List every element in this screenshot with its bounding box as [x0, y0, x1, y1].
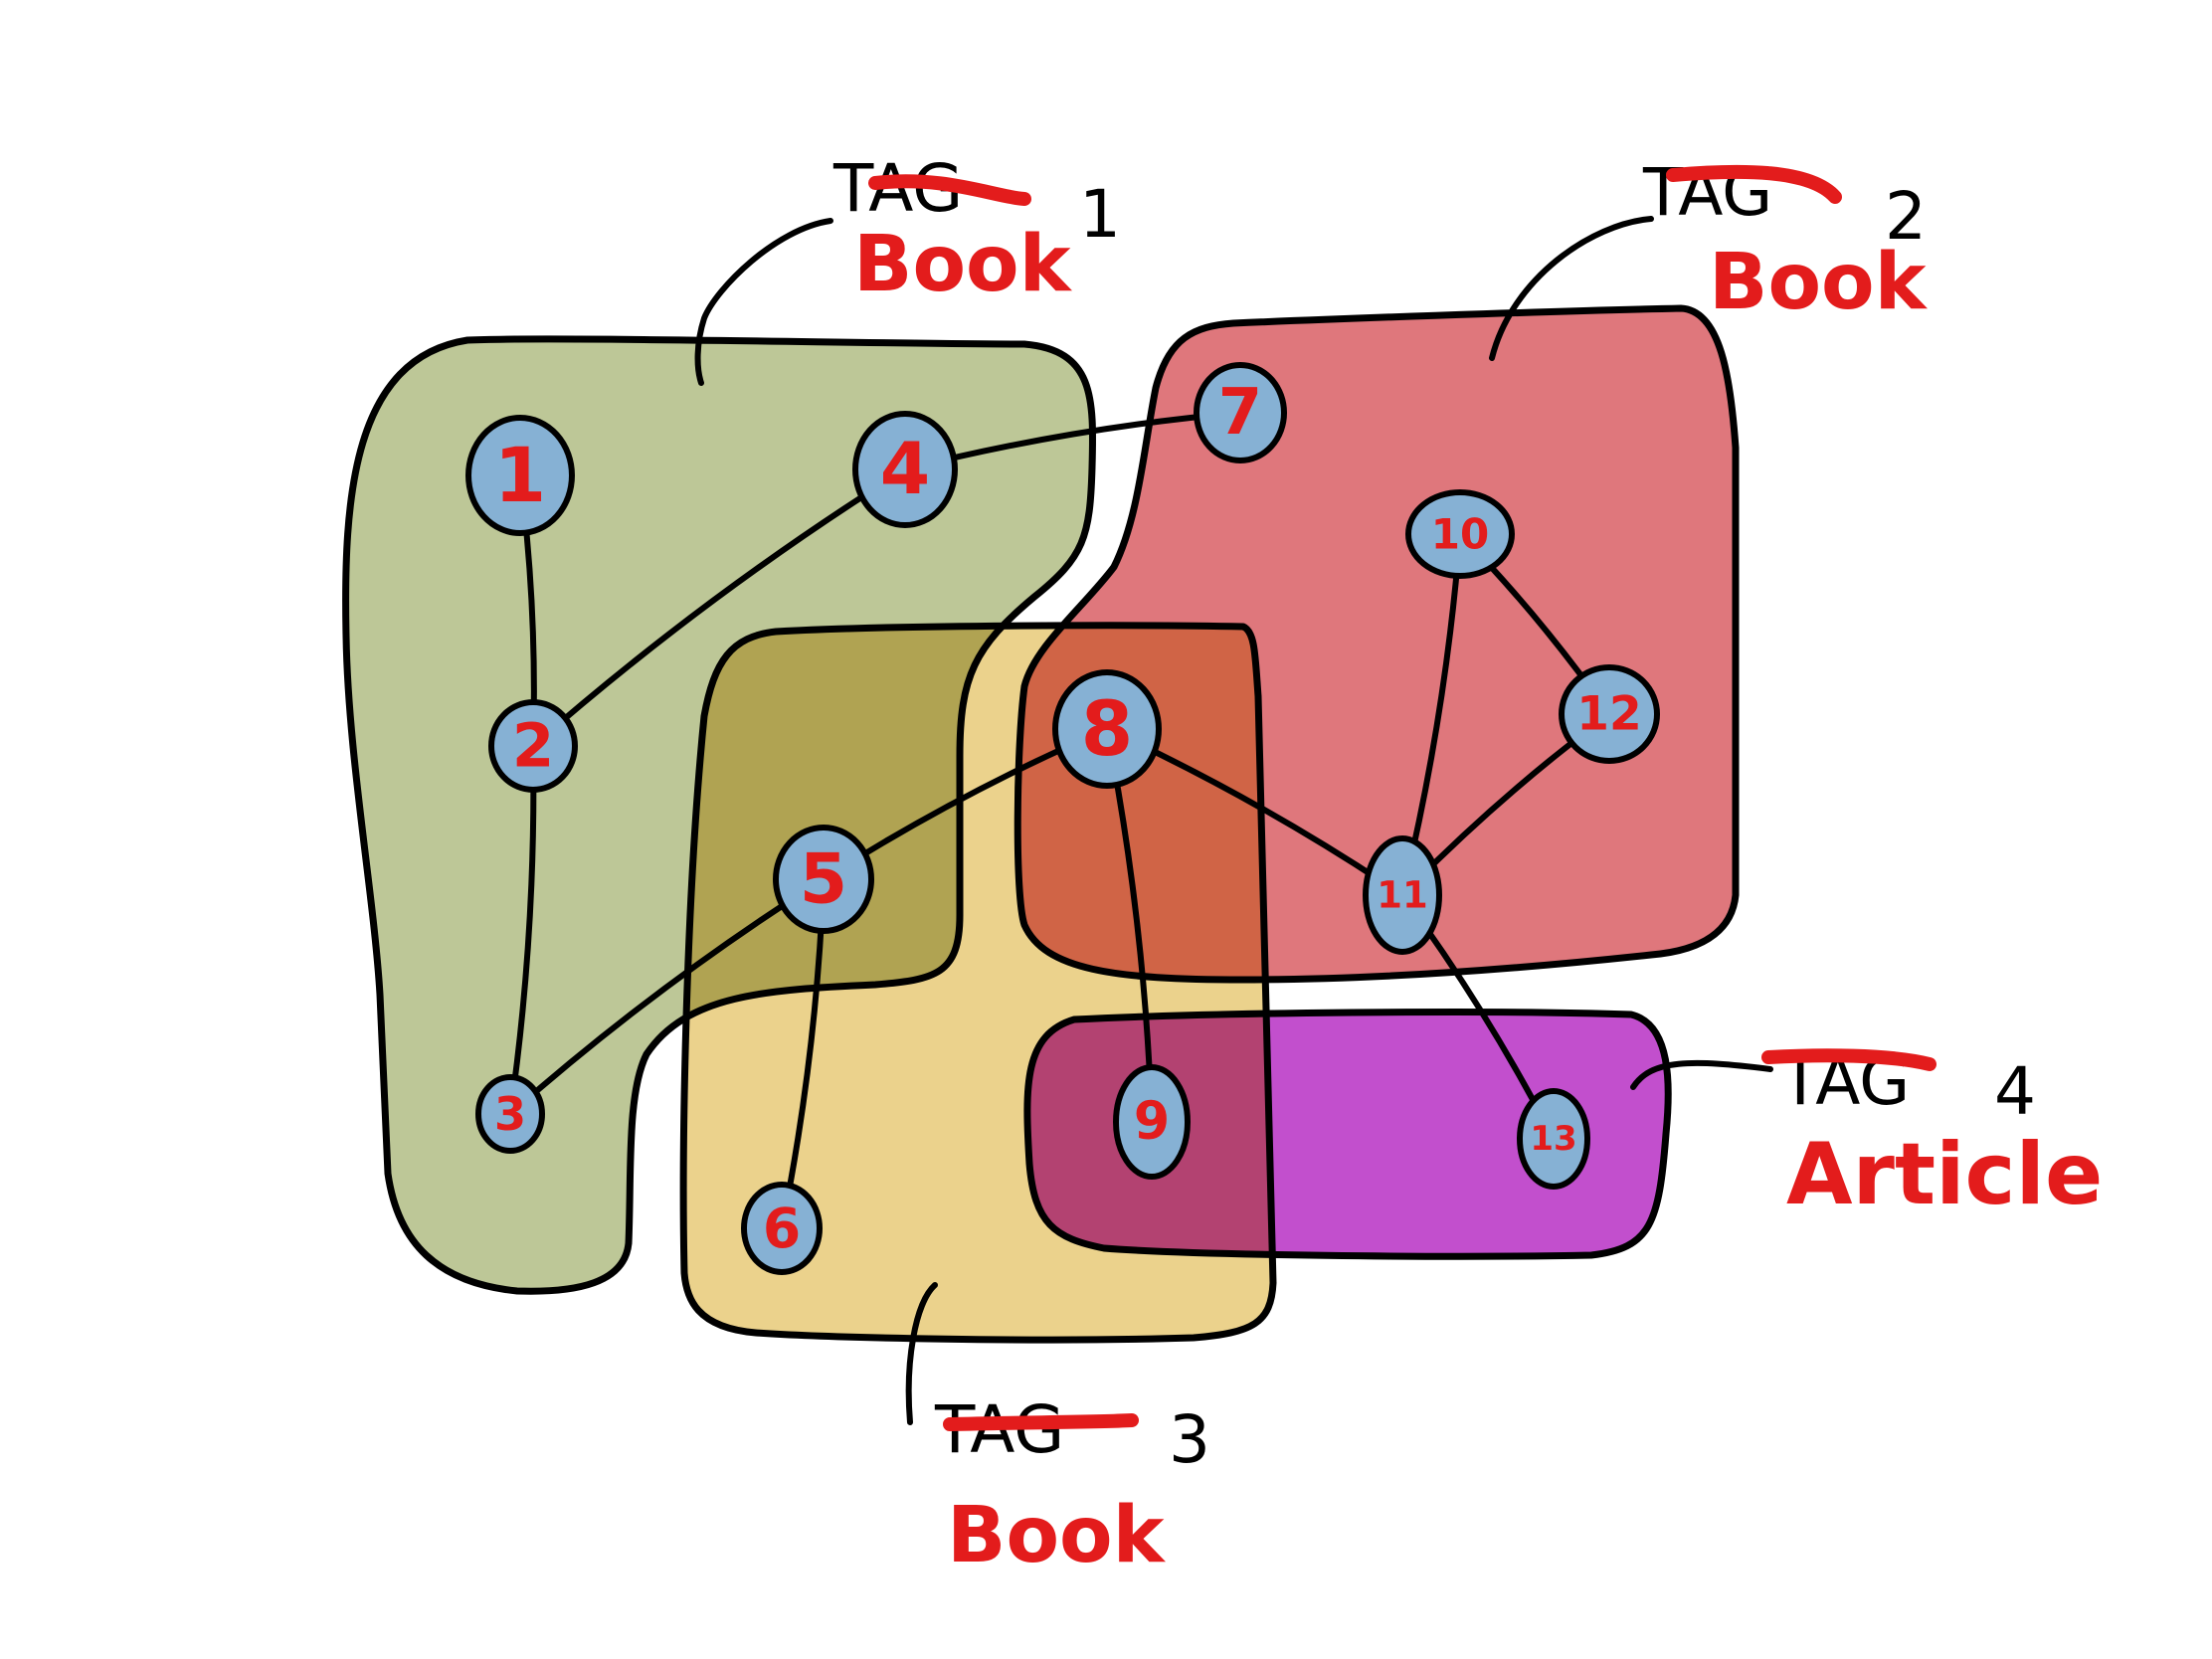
node-4[interactable]: 4 [852, 411, 958, 528]
node-1-circle [465, 415, 575, 536]
node-12-label: 12 [1576, 687, 1641, 742]
node-11-label: 11 [1377, 874, 1428, 917]
node-9-circle [1113, 1064, 1191, 1180]
node-9-label: 9 [1134, 1092, 1170, 1152]
node-5[interactable]: 5 [773, 825, 874, 934]
tag3-strikethrough [943, 1413, 1139, 1431]
leader-line-tag3 [905, 1282, 938, 1425]
node-6-circle [741, 1182, 823, 1275]
node-11[interactable]: 11 [1363, 835, 1442, 955]
node-4-circle [852, 411, 958, 528]
leader-line-tag4 [1630, 1059, 1773, 1090]
node-2[interactable]: 2 [488, 699, 578, 793]
tag2-new-label: Book [1709, 238, 1929, 327]
edge-3-5 [507, 876, 827, 1117]
node-3-circle [475, 1074, 545, 1154]
node-1[interactable]: 1 [465, 415, 575, 536]
node-9[interactable]: 9 [1113, 1064, 1191, 1180]
node-13-circle [1517, 1088, 1590, 1190]
node-8[interactable]: 8 [1052, 669, 1162, 789]
node-8-circle [1052, 669, 1162, 789]
tag3-new-label: Book [947, 1491, 1167, 1580]
leader-line-tag2 [1489, 216, 1654, 361]
node-7-circle [1194, 362, 1287, 463]
node-6-label: 6 [763, 1197, 801, 1260]
node-10-circle [1405, 489, 1515, 579]
node-3[interactable]: 3 [475, 1074, 545, 1154]
node-1-label: 1 [494, 432, 546, 519]
edge-2-4 [530, 466, 908, 749]
leader-line-tag1 [694, 218, 833, 386]
tag4-label: TAG 4 Article [1761, 1043, 2103, 1224]
tag2-label: TAG 2 Book [1642, 154, 1929, 327]
node-8-label: 8 [1081, 685, 1133, 773]
tag2-strikethrough [1666, 164, 1842, 204]
tag2-number: 2 [1885, 178, 1927, 255]
node-10-label: 10 [1431, 510, 1489, 559]
node-6[interactable]: 6 [741, 1182, 823, 1275]
tag1-new-label: Book [853, 220, 1073, 309]
tag3-number: 3 [1169, 1401, 1210, 1478]
tag4-new-label: Article [1786, 1125, 2103, 1224]
node-5-label: 5 [800, 839, 847, 920]
node-5-circle [773, 825, 874, 934]
tag4-strikethrough [1761, 1048, 1936, 1071]
tag1-label: TAG 1 Book [832, 150, 1121, 309]
node-3-label: 3 [494, 1087, 526, 1141]
node-13[interactable]: 13 [1517, 1088, 1590, 1190]
node-10[interactable]: 10 [1405, 489, 1515, 579]
node-12-circle [1559, 664, 1660, 764]
node-7[interactable]: 7 [1194, 362, 1287, 463]
node-11-circle [1363, 835, 1442, 955]
node-13-label: 13 [1530, 1119, 1576, 1159]
node-7-label: 7 [1218, 376, 1262, 450]
node-2-label: 2 [512, 711, 554, 782]
tag3-label: TAG 3 Book [934, 1391, 1210, 1580]
tag1-strikethrough [868, 174, 1031, 206]
tag1-number: 1 [1079, 176, 1121, 253]
edge-2-3 [507, 743, 537, 1117]
node-2-circle [488, 699, 578, 793]
node-4-label: 4 [880, 428, 930, 511]
node-12[interactable]: 12 [1559, 664, 1660, 764]
tag4-number: 4 [1994, 1053, 2036, 1130]
